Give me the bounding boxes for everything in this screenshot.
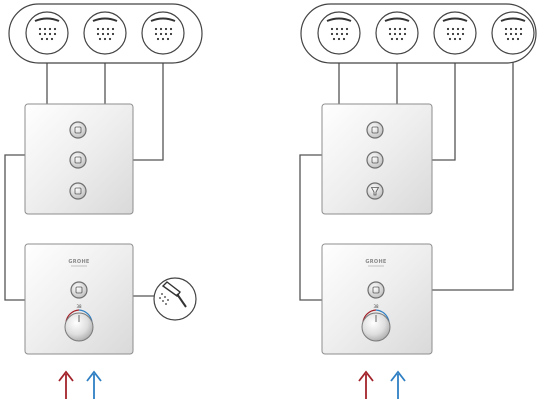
diverter-button-2 [366,151,384,169]
thermostat-dial-icon [361,312,391,342]
hand-shower [153,277,197,321]
diverter-button-icon [74,187,82,195]
water-inlet-arrow-icon [58,370,102,399]
shower-outlet-1 [317,11,361,55]
shower-head-icon [34,17,60,41]
diverter-button-icon [75,286,83,294]
hand-shower-icon [159,281,187,308]
pipe-outlet-4 [432,60,514,291]
brand-label: GROHE [68,259,90,265]
system-left: GROHE 38 [4,3,203,399]
diverter-button-3 [69,182,87,200]
water-inlet-arrow-icon [358,370,406,399]
system-right: GROHE 38 [299,3,537,399]
funnel-button-icon [370,187,380,196]
shower-head-icon [92,17,118,41]
hot-water-inlet [358,370,374,399]
shower-outlet-3 [433,11,477,55]
shower-outlet-2 [83,11,127,55]
diverter-panel-left [24,103,134,215]
cold-water-inlet [86,370,102,399]
diverter-button-1 [69,121,87,139]
pipe-outlet-3 [133,60,164,161]
mixer-panel-right: GROHE 38 [321,243,433,355]
pipe-loop [299,154,322,301]
shower-outlet-1 [25,11,69,55]
diverter-button-icon [371,156,379,164]
cold-water-inlet [390,370,406,399]
shower-head-icon [500,17,526,41]
mixer-button [367,281,385,299]
pipe-loop [4,154,25,301]
hot-water-inlet [58,370,74,399]
shower-head-icon [150,17,176,41]
mixer-panel-left: GROHE 38 [24,243,134,355]
temperature-mark: 38 [373,304,379,309]
pipes-left [4,60,164,301]
shower-head-icon [326,17,352,41]
pipes-right [299,60,514,301]
pipe-outlet-3 [432,60,456,161]
shower-outlet-2 [375,11,419,55]
shower-head-icon [384,17,410,41]
diverter-button-icon [371,126,379,134]
diverter-button-icon [372,286,380,294]
shower-outlet-3 [141,11,185,55]
diverter-button-3 [366,182,384,200]
mixer-button [70,281,88,299]
shower-outlet-4 [491,11,535,55]
diverter-button-2 [69,151,87,169]
temperature-mark: 38 [76,304,82,309]
diverter-button-icon [74,156,82,164]
diverter-button-1 [366,121,384,139]
shower-head-icon [442,17,468,41]
brand-label: GROHE [365,259,387,265]
diverter-button-icon [74,126,82,134]
diverter-panel-right [321,103,433,215]
thermostat-dial-icon [64,312,94,342]
